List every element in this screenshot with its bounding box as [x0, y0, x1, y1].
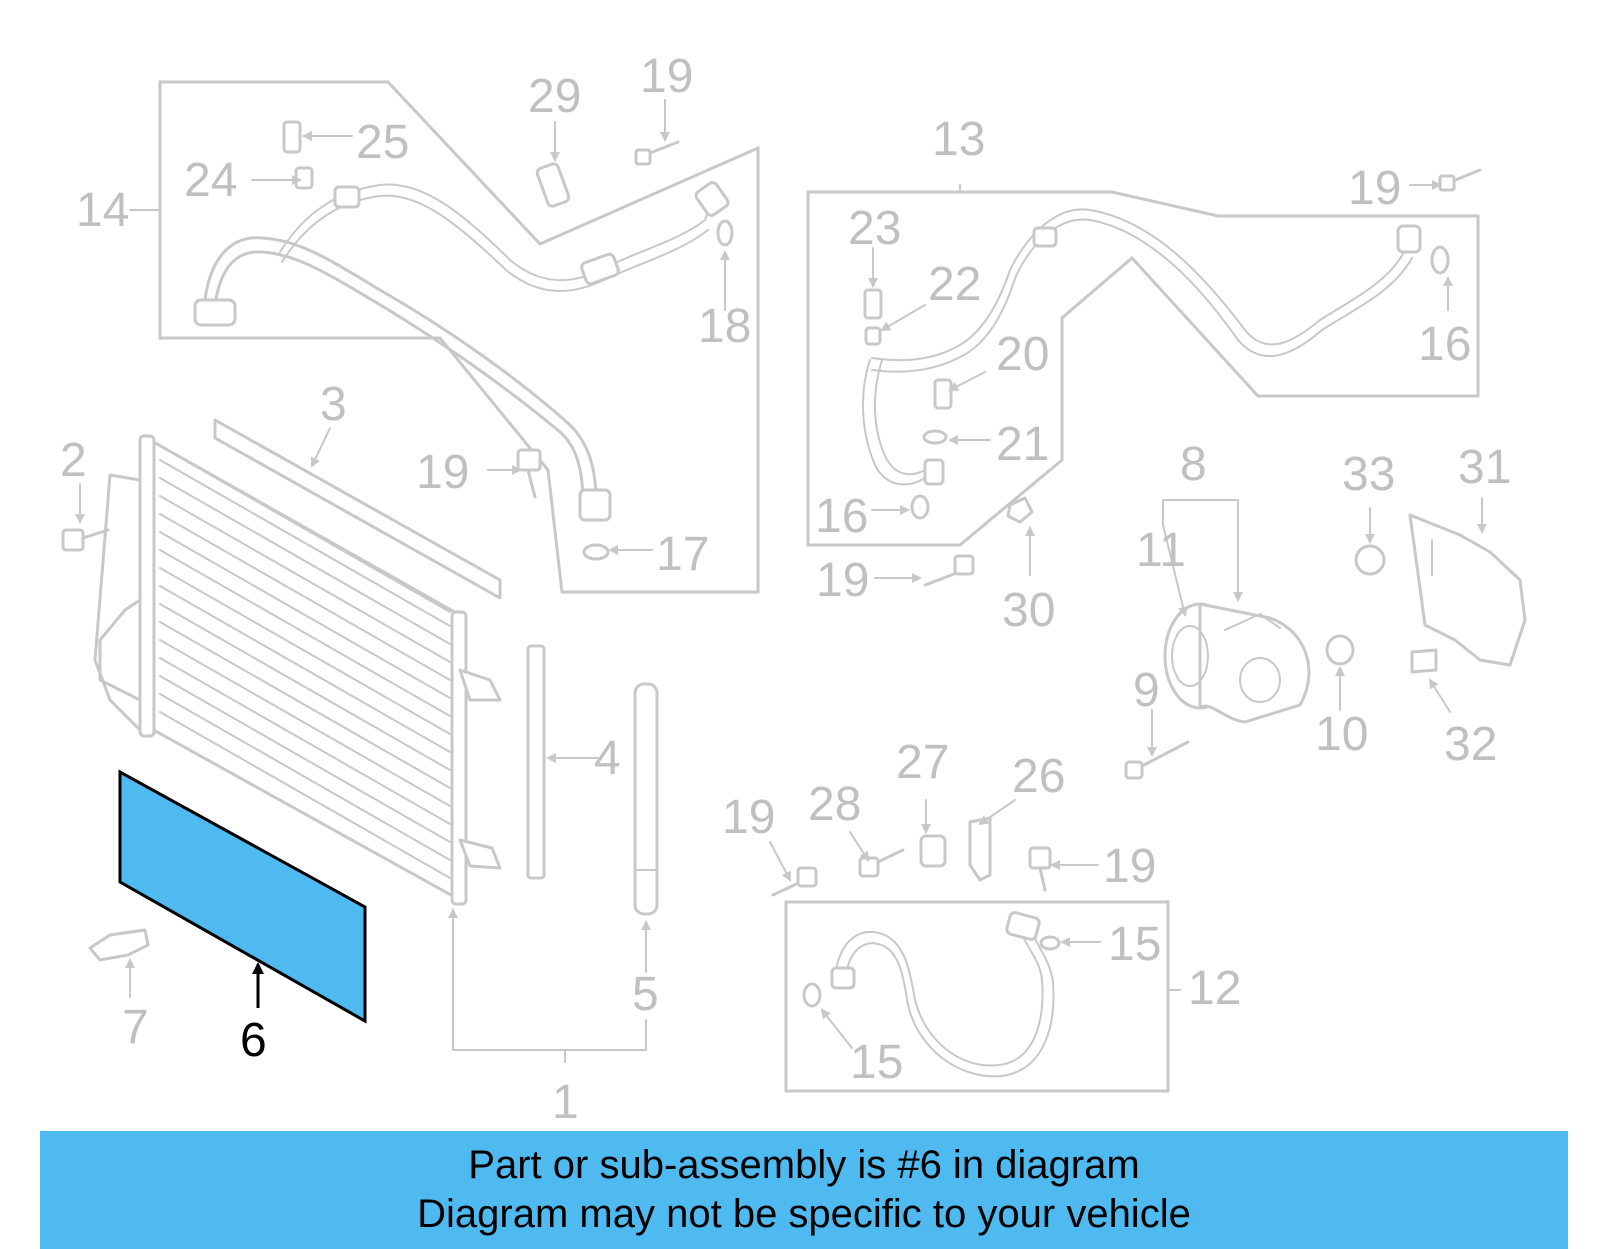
callout-19-d: 19	[816, 554, 869, 607]
callout-11: 11	[1136, 524, 1186, 577]
oring-21	[922, 429, 948, 445]
callout-15-b: 15	[850, 1036, 903, 1089]
callout-12: 12	[1188, 962, 1241, 1015]
bracket-26	[968, 816, 992, 882]
bolt-19-g13	[923, 554, 975, 587]
callout-18: 18	[698, 300, 751, 353]
callout-29: 29	[528, 70, 581, 123]
callout-8: 8	[1180, 438, 1207, 491]
bolt-19-top	[634, 140, 680, 166]
bolt-19-lower-right	[1028, 846, 1052, 892]
bolt-2	[61, 528, 110, 552]
sensor-25	[282, 120, 302, 154]
condenser-1	[93, 434, 502, 906]
cap-24	[294, 166, 314, 190]
bolt-28	[858, 848, 905, 878]
valve-20	[933, 378, 953, 410]
bolt-9	[1124, 740, 1190, 780]
oring-16-left	[910, 494, 930, 520]
banner-line-1: Part or sub-assembly is #6 in diagram	[468, 1143, 1140, 1187]
oring-16-right	[1430, 245, 1450, 275]
callout-16-a: 16	[815, 490, 868, 543]
part-6-highlighted[interactable]	[118, 769, 367, 1024]
callout-32: 32	[1444, 718, 1497, 771]
liquid-line-12	[830, 911, 1055, 1078]
bolt-19-tr	[1438, 168, 1482, 192]
callout-9: 9	[1133, 664, 1160, 717]
callout-25: 25	[356, 116, 409, 169]
shield-31	[1408, 513, 1527, 667]
oring-15-left	[802, 982, 822, 1008]
banner-line-2: Diagram may not be specific to your vehi…	[417, 1192, 1191, 1236]
group-12-box	[784, 900, 1170, 1093]
callout-19-f: 19	[1103, 840, 1156, 893]
nut-27	[919, 834, 947, 868]
callout-19-e: 19	[722, 791, 775, 844]
callout-21: 21	[996, 418, 1049, 471]
info-banner: Part or sub-assembly is #6 in diagram Di…	[40, 1131, 1568, 1249]
callout-4: 4	[594, 732, 621, 785]
oring-15-right	[1039, 935, 1061, 951]
group-14-box	[158, 80, 760, 594]
callout-27: 27	[896, 736, 949, 789]
bolt-19-lower-left	[771, 866, 818, 897]
seal-strip-3	[213, 418, 502, 600]
callout-30: 30	[1002, 584, 1055, 637]
callout-24: 24	[184, 154, 237, 207]
callout-3: 3	[320, 378, 347, 431]
callout-labels: 14 24 25 29 19 18 17 19 3 2 13 23 22 20 …	[60, 50, 1511, 1129]
callout-5: 5	[632, 968, 659, 1021]
cap-22	[864, 326, 882, 346]
callout-23: 23	[848, 202, 901, 255]
clip-32	[1410, 648, 1438, 674]
callout-26: 26	[1012, 750, 1065, 803]
callout-6-highlighted: 6	[240, 1014, 267, 1067]
callout-33: 33	[1342, 448, 1395, 501]
callout-17: 17	[656, 528, 709, 581]
bracket-7	[88, 928, 150, 962]
callout-2: 2	[60, 434, 87, 487]
callout-15-a: 15	[1108, 918, 1161, 971]
bushing-10	[1325, 634, 1355, 666]
drier-5	[633, 682, 659, 916]
callout-28: 28	[808, 778, 861, 831]
leader-lines	[75, 99, 1487, 1063]
callout-14: 14	[76, 184, 129, 237]
oring-17	[582, 543, 610, 561]
suction-line-14	[193, 181, 730, 522]
callout-19-c: 19	[1348, 162, 1401, 215]
callout-19-a: 19	[640, 50, 693, 103]
callout-19-b: 19	[416, 446, 469, 499]
callout-16-b: 16	[1418, 318, 1471, 371]
oring-18	[716, 219, 734, 247]
group-13-box	[806, 190, 1480, 547]
callout-13: 13	[932, 113, 985, 166]
callout-20: 20	[996, 328, 1049, 381]
callout-22: 22	[928, 258, 981, 311]
callout-7: 7	[122, 1001, 149, 1054]
discharge-line-13	[862, 208, 1422, 486]
sensor-23	[863, 288, 883, 320]
compressor-8	[1163, 602, 1311, 724]
callout-10: 10	[1315, 708, 1368, 761]
nut-33	[1354, 544, 1386, 576]
clip-30	[1006, 496, 1034, 524]
callout-31: 31	[1458, 441, 1511, 494]
bolt-19-mid	[516, 448, 542, 499]
seal-4	[526, 644, 546, 880]
clip-29	[535, 162, 571, 208]
callout-1: 1	[552, 1076, 579, 1129]
